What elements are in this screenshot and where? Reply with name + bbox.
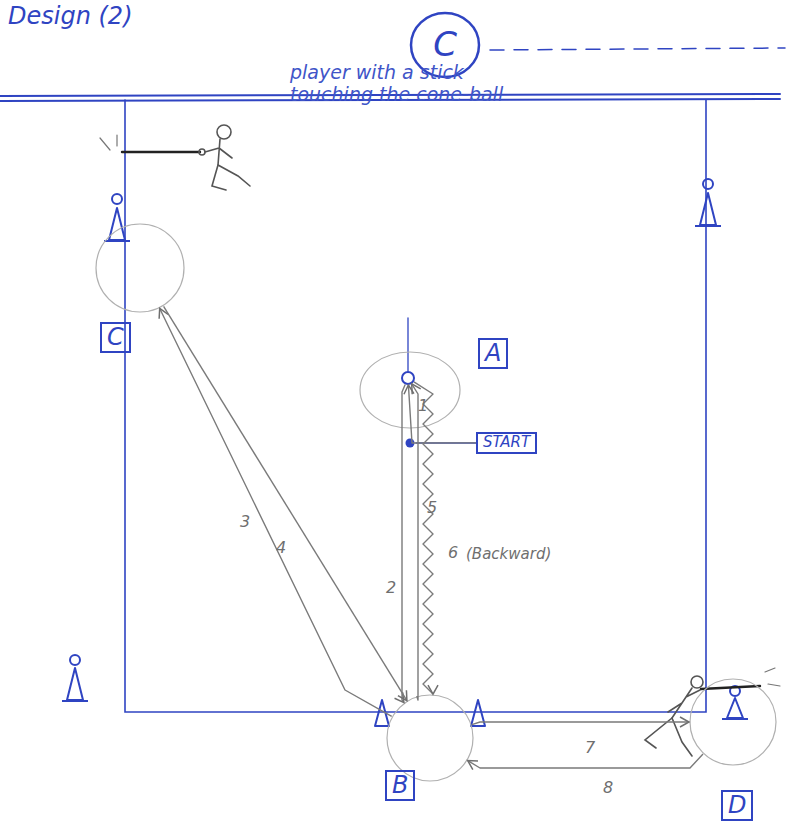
center-line bbox=[407, 318, 408, 371]
cone-symbol bbox=[104, 208, 130, 241]
boxed-letter-label: START bbox=[476, 432, 537, 454]
boxed-letter-label: D bbox=[721, 790, 753, 821]
cone-zone: C bbox=[95, 223, 185, 313]
cone-symbol bbox=[722, 698, 748, 719]
dashed-line bbox=[490, 48, 785, 50]
start-dot bbox=[406, 439, 415, 448]
player-head bbox=[217, 125, 231, 139]
annotation-label: (Backward) bbox=[466, 545, 551, 563]
zone-ellipse bbox=[690, 679, 776, 765]
zone-outline bbox=[95, 223, 185, 313]
cone-symbol bbox=[695, 193, 721, 226]
zone-circle bbox=[360, 352, 460, 428]
start-leader bbox=[416, 442, 476, 444]
player-legs bbox=[645, 718, 692, 756]
player-figure bbox=[100, 125, 250, 190]
node-label: C bbox=[433, 27, 457, 63]
callout-number: 5 bbox=[427, 498, 437, 517]
cone-ball bbox=[70, 655, 80, 665]
cone-ball bbox=[703, 179, 713, 189]
drill-path-arrow bbox=[412, 384, 418, 700]
diagram-title: Design (2) bbox=[8, 2, 133, 30]
zone-ellipse bbox=[387, 695, 473, 781]
cone-symbol bbox=[62, 668, 88, 701]
drill-path-arrow bbox=[408, 385, 476, 443]
player-legs bbox=[212, 165, 250, 190]
boxed-letter-label: C bbox=[100, 322, 131, 353]
callout-number: 1 bbox=[418, 396, 428, 415]
cone-symbol bbox=[471, 700, 485, 726]
hockey-stick bbox=[122, 151, 200, 153]
boxed-letter-label: B bbox=[385, 770, 415, 801]
player-figure bbox=[645, 668, 780, 756]
field-lines bbox=[0, 48, 785, 712]
zone-outline bbox=[401, 371, 415, 385]
start-box: START bbox=[476, 432, 537, 454]
drill-path-arrow bbox=[472, 722, 689, 725]
player-hand bbox=[199, 149, 205, 155]
touch-marks bbox=[100, 135, 117, 150]
player-body bbox=[205, 139, 232, 165]
callout-number: 4 bbox=[276, 538, 286, 557]
cone-zone: A bbox=[401, 371, 415, 385]
zone-ellipse bbox=[402, 372, 414, 384]
drill-path-arrow bbox=[402, 384, 405, 702]
drill-path-arrow bbox=[164, 306, 407, 700]
field-boundary bbox=[125, 100, 706, 712]
cones bbox=[62, 179, 748, 726]
drill-path-arrow bbox=[414, 382, 433, 694]
callout-number: 2 bbox=[386, 578, 396, 597]
callout-number: 6 bbox=[448, 543, 458, 562]
cone-zone: D bbox=[689, 678, 777, 766]
touch-marks bbox=[765, 668, 780, 686]
cone-zone: B bbox=[386, 694, 474, 782]
drill-path-arrow bbox=[160, 309, 392, 717]
zone-outline bbox=[689, 678, 777, 766]
zone-ellipse bbox=[96, 224, 184, 312]
player-head bbox=[691, 676, 703, 688]
zone-outline bbox=[386, 694, 474, 782]
cone-symbol bbox=[375, 700, 389, 726]
player-body bbox=[668, 688, 700, 718]
callout-number: 8 bbox=[603, 778, 613, 797]
cone-ball bbox=[112, 194, 122, 204]
callout-number: 7 bbox=[585, 738, 595, 757]
callout-number: 3 bbox=[240, 512, 250, 531]
boxed-letter-label: A bbox=[478, 338, 508, 369]
annotation-note: player with a stick touching the cone-ba… bbox=[290, 62, 530, 106]
